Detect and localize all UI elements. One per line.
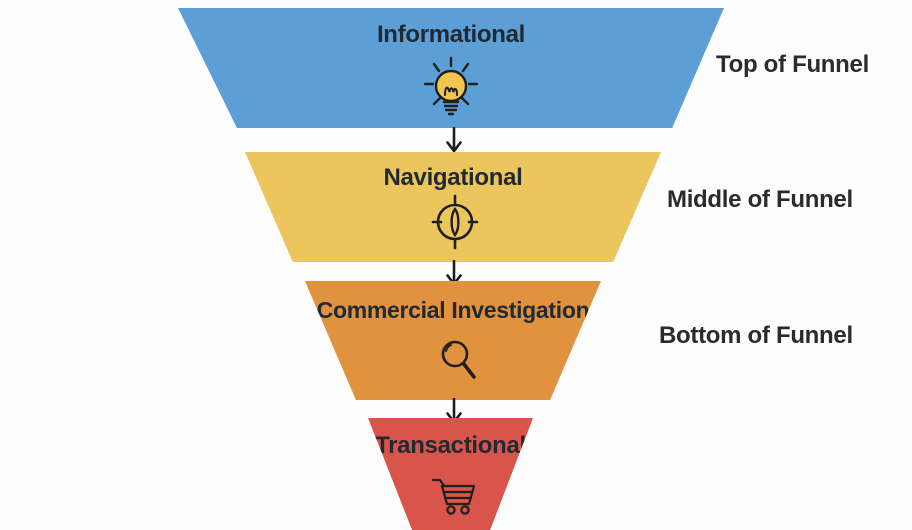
stage-label-informational: Informational [376,21,526,48]
funnel-stage-informational: Informational [178,8,724,128]
stage-label-navigational: Navigational [383,164,523,191]
stage-label-commercial-investigation: Commercial Investigation [316,297,590,323]
shopping-cart-icon [430,473,476,515]
funnel-stage-transactional: Transactional [368,418,533,530]
funnel-stage-commercial-investigation: Commercial Investigation [305,281,601,400]
funnel-stage-navigational: Navigational [245,152,661,262]
bottom-of-funnel-label: Bottom of Funnel [659,322,853,349]
lightbulb-icon [419,54,483,126]
stage-label-transactional: Transactional [375,432,526,459]
compass-icon [429,193,481,251]
middle-of-funnel-label: Middle of Funnel [667,186,853,213]
top-of-funnel-label: Top of Funnel [716,51,869,78]
magnifying-glass-icon [436,338,478,382]
down-arrow-icon [446,127,462,153]
